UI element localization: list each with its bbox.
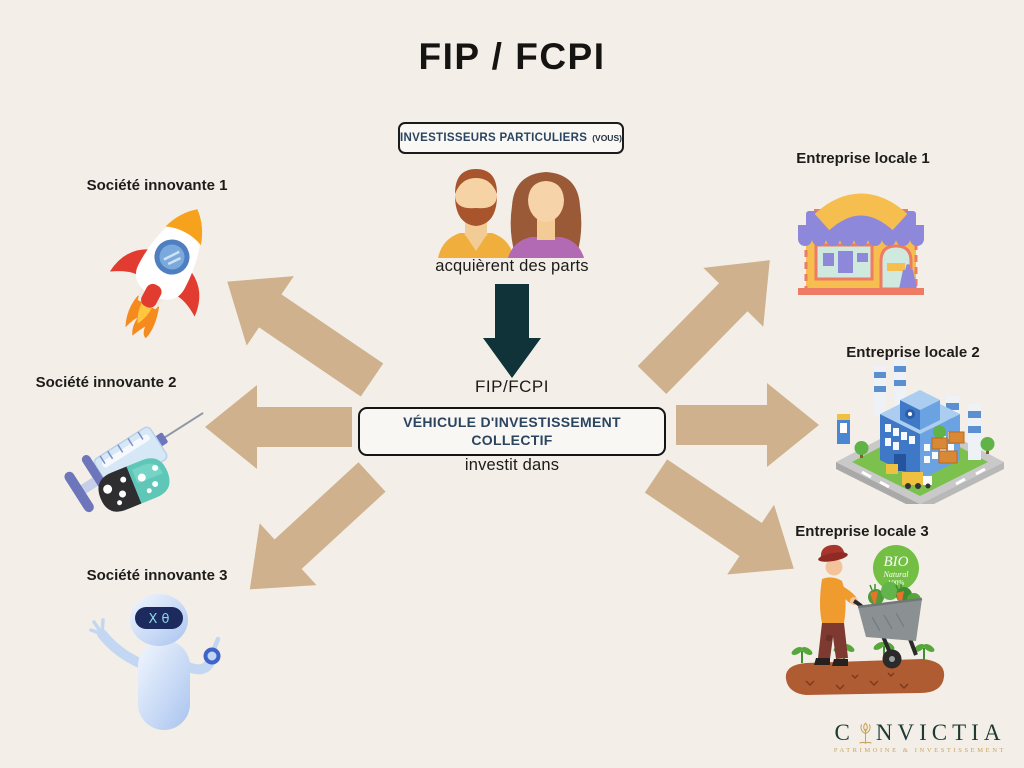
bio-badge-line2: Natural <box>883 570 910 579</box>
farmer-figure <box>814 544 858 666</box>
robot-body <box>138 640 190 730</box>
robot-visor-text: X θ <box>149 612 170 627</box>
factory-truck <box>902 472 932 489</box>
logo-tagline: Patrimoine & Investissement <box>833 747 1007 754</box>
factory-billboard <box>886 464 898 474</box>
down-arrow-icon <box>483 284 541 378</box>
logo-rest: NVICTIA <box>875 720 1006 745</box>
rocket-icon <box>109 209 203 339</box>
shop-sandwich-board <box>899 270 917 289</box>
vehicle-name: FIP/FCPI <box>475 377 549 396</box>
vehicle-action-text: investit dans <box>464 456 560 474</box>
robot-wristband <box>203 647 221 665</box>
factory-crates <box>931 431 965 464</box>
tree-icon <box>859 722 872 744</box>
syringe-pill-icon <box>64 412 204 513</box>
arrow-to-entreprise-2 <box>676 383 819 467</box>
couple-icon <box>438 169 584 258</box>
shop-icon <box>798 193 924 295</box>
woman-figure <box>508 172 584 258</box>
label-entreprise-locale-2: Entreprise locale 2 <box>846 344 980 361</box>
label-societe-innovante-2: Société innovante 2 <box>35 374 177 391</box>
capsule-pill <box>98 458 170 512</box>
label-societe-innovante-1: Société innovante 1 <box>86 177 228 194</box>
bio-badge: BIO Natural 100% <box>873 545 919 591</box>
label-entreprise-locale-1: Entreprise locale 1 <box>796 150 930 167</box>
wheelbarrow-tray <box>858 599 922 641</box>
bio-badge-line1: BIO <box>884 554 909 570</box>
man-figure <box>438 169 514 258</box>
logo-initial: C <box>834 720 855 745</box>
convictia-logo: C NVICTIA Patrimoine & Investissement <box>824 720 1016 754</box>
bio-badge-line3: 100% <box>888 579 905 587</box>
farmer-icon: BIO Natural 100% <box>785 544 945 695</box>
rocket-window <box>156 241 187 272</box>
vehicle-box-line2: COLLECTIF <box>471 432 553 449</box>
factory-icon <box>836 360 1004 504</box>
vehicle-box: VÉHICULE D'INVESTISSEMENT COLLECTIF <box>358 407 666 457</box>
wheelbarrow <box>852 582 923 669</box>
logo-name: C NVICTIA <box>824 720 1016 746</box>
page-title: FIP / FCPI <box>418 36 606 77</box>
soil <box>785 659 945 695</box>
label-entreprise-locale-3: Entreprise locale 3 <box>795 523 929 540</box>
investors-box: INVESTISSEURS PARTICULIERS (VOUS) <box>398 122 624 154</box>
label-societe-innovante-3: Société innovante 3 <box>86 567 228 584</box>
investors-action-text: acquièrent des parts <box>435 257 589 275</box>
shop-banner <box>814 193 908 231</box>
investors-box-sublabel: (VOUS) <box>592 133 622 143</box>
robot-visor <box>135 607 183 629</box>
vehicle-box-line1: VÉHICULE D'INVESTISSEMENT <box>403 414 621 430</box>
investors-box-label: INVESTISSEURS PARTICULIERS <box>400 132 588 144</box>
robot-icon: X θ <box>89 594 221 730</box>
